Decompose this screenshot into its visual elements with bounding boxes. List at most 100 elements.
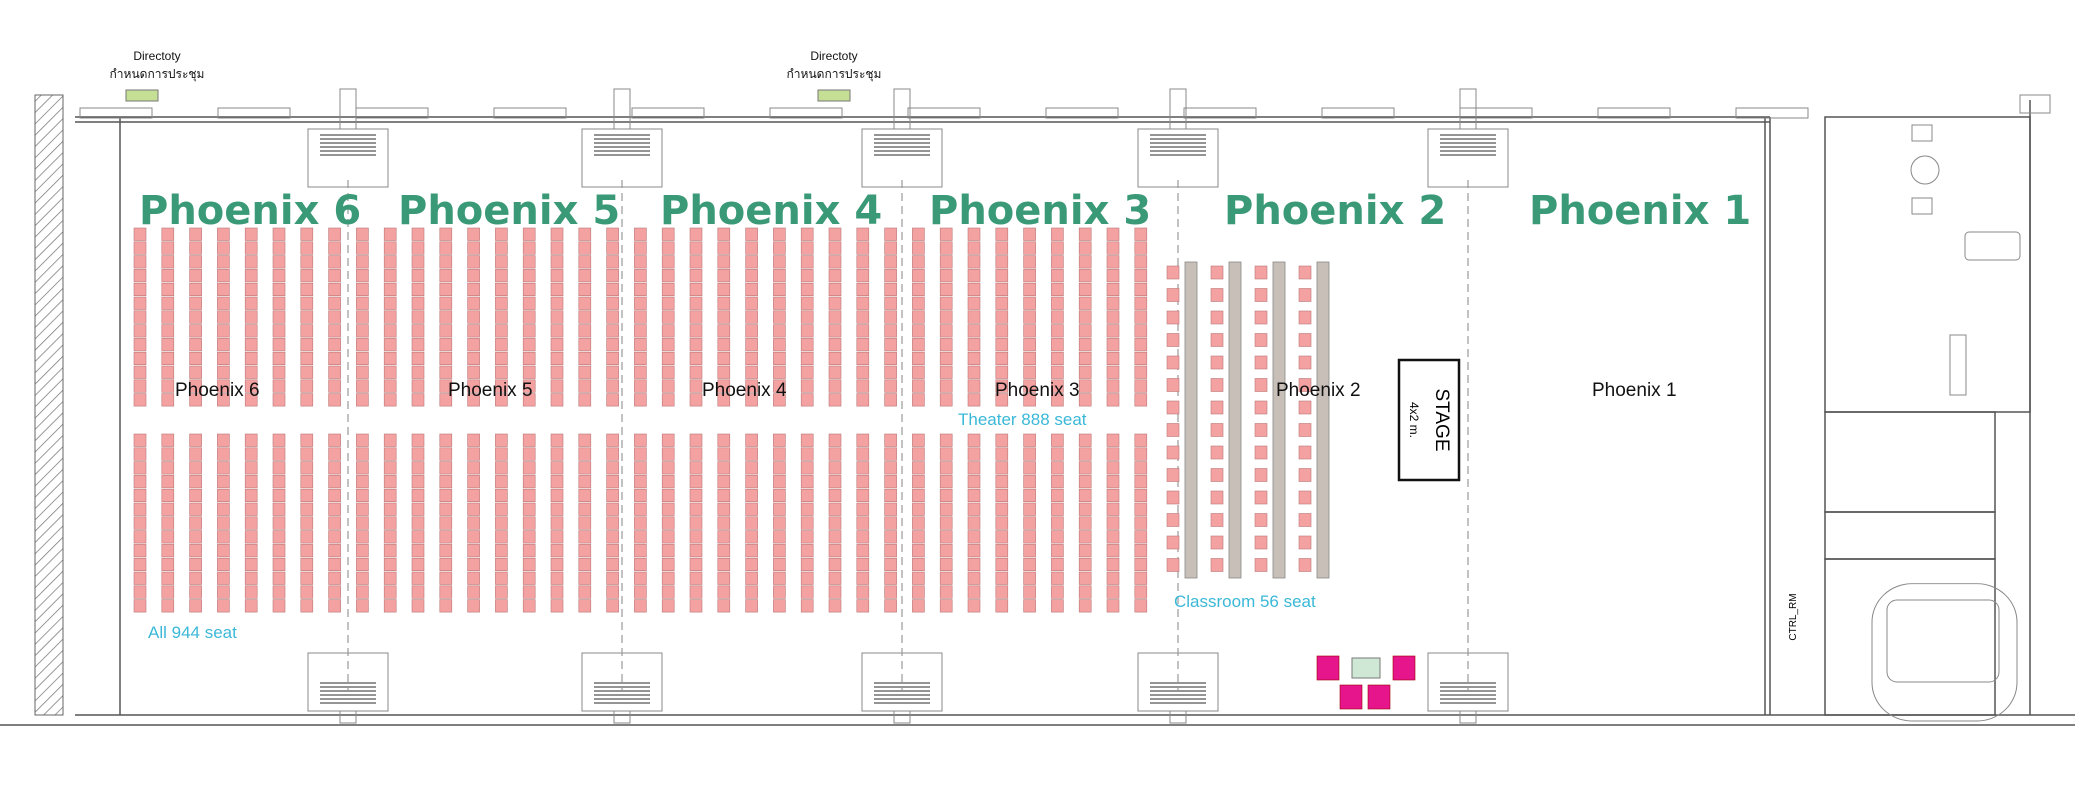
theater-seat <box>745 433 758 447</box>
theater-seat <box>884 502 897 516</box>
theater-seat <box>800 571 814 585</box>
theater-seat <box>1023 571 1036 585</box>
theater-seat <box>244 310 258 324</box>
theater-seat <box>828 365 842 379</box>
theater-seat <box>495 544 508 558</box>
theater-seat <box>356 269 369 283</box>
theater-seat <box>495 282 508 297</box>
theater-seat <box>244 379 258 393</box>
theater-seat <box>495 296 508 310</box>
theater-seat <box>161 544 175 558</box>
theater-seat <box>550 351 564 366</box>
classroom-seat <box>1298 490 1312 505</box>
theater-seat <box>495 502 508 516</box>
theater-seat <box>189 530 202 544</box>
theater-seat <box>745 310 758 324</box>
theater-seat <box>550 310 564 324</box>
theater-seat <box>439 310 453 324</box>
classroom-seat <box>1210 288 1224 302</box>
theater-seat <box>661 585 675 599</box>
theater-seat <box>328 475 341 489</box>
theater-seat <box>522 324 536 338</box>
theater-seat <box>800 351 814 366</box>
theater-seat <box>522 365 536 379</box>
theater-seat <box>328 282 341 297</box>
theater-seat <box>356 585 369 599</box>
meeting-room-table <box>1871 583 2018 722</box>
classroom-seat <box>1166 265 1180 280</box>
theater-seat <box>411 310 425 324</box>
theater-seat <box>884 530 897 544</box>
theater-seat <box>328 310 341 324</box>
theater-seat <box>661 447 675 461</box>
window <box>907 107 981 119</box>
theater-seat <box>800 324 814 338</box>
theater-seat <box>272 324 286 338</box>
theater-seat <box>161 585 175 599</box>
theater-seat <box>328 461 341 475</box>
theater-seat <box>467 282 480 297</box>
classroom-seat <box>1210 423 1224 437</box>
theater-seat <box>1134 585 1148 599</box>
theater-seat <box>328 502 341 516</box>
theater-seat <box>411 393 425 407</box>
theater-seat <box>244 393 258 407</box>
theater-seat <box>1106 488 1120 503</box>
theater-seat <box>745 379 758 393</box>
section-title-phoenix-1: Phoenix 1 <box>1529 188 1751 234</box>
theater-seat <box>217 282 230 297</box>
theater-seat <box>161 502 175 516</box>
theater-seat <box>300 475 314 489</box>
theater-seat <box>189 557 202 572</box>
stairwell-top <box>1427 88 1509 188</box>
theater-seat <box>634 255 647 269</box>
theater-seat <box>1023 461 1036 475</box>
theater-seat <box>161 461 175 475</box>
classroom-seat <box>1298 423 1312 437</box>
classroom-seat <box>1254 378 1268 392</box>
theater-seat <box>912 488 925 503</box>
classroom-table <box>1228 261 1242 579</box>
theater-seat <box>606 227 619 241</box>
theater-seat <box>189 447 202 461</box>
theater-seat <box>689 227 703 241</box>
classroom-seat <box>1254 490 1268 505</box>
theater-seat <box>467 296 480 310</box>
theater-seat <box>522 488 536 503</box>
theater-seat <box>967 296 981 310</box>
theater-seat <box>1078 227 1092 241</box>
theater-seat <box>967 544 981 558</box>
theater-seat <box>856 516 870 530</box>
theater-seat <box>244 544 258 558</box>
theater-seat <box>1106 585 1120 599</box>
theater-seat <box>1134 433 1148 447</box>
theater-seat <box>995 585 1009 599</box>
theater-seat <box>244 269 258 283</box>
window <box>217 107 291 119</box>
theater-seat <box>1051 447 1064 461</box>
theater-seat <box>578 393 592 407</box>
theater-seat <box>912 557 925 572</box>
classroom-seat <box>1210 400 1224 415</box>
theater-seat <box>773 544 786 558</box>
theater-seat <box>634 379 647 393</box>
theater-seat <box>800 365 814 379</box>
theater-seat <box>1106 365 1120 379</box>
theater-seat <box>1134 516 1148 530</box>
theater-seat <box>1106 310 1120 324</box>
theater-seat <box>856 269 870 283</box>
theater-seat <box>967 338 981 352</box>
theater-seat <box>1051 433 1064 447</box>
theater-seat <box>856 447 870 461</box>
classroom-seat <box>1210 535 1224 550</box>
theater-seat <box>550 544 564 558</box>
classroom-seat <box>1298 265 1312 280</box>
theater-seat <box>161 255 175 269</box>
theater-seat <box>689 296 703 310</box>
theater-seat <box>912 269 925 283</box>
theater-seat <box>550 282 564 297</box>
theater-seat <box>661 379 675 393</box>
theater-seat <box>356 379 369 393</box>
theater-seat <box>856 502 870 516</box>
